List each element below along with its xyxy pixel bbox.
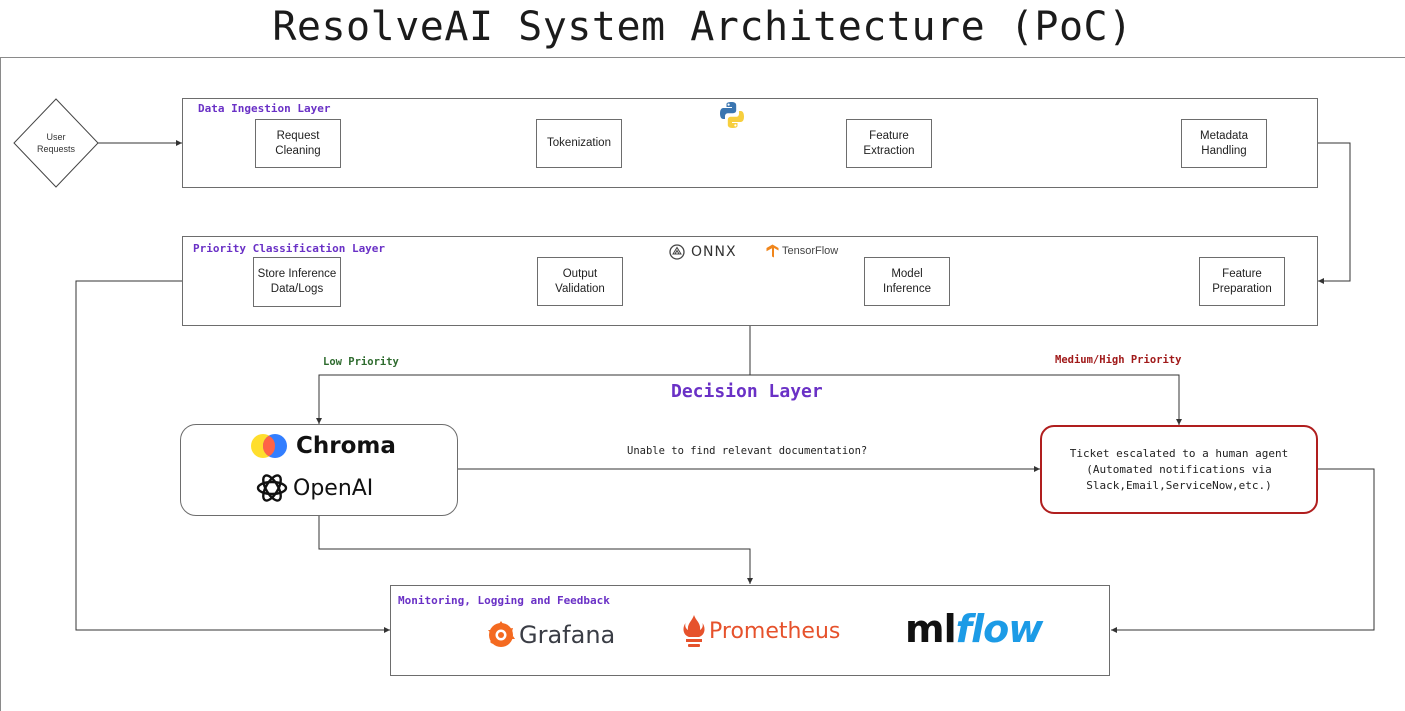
mlflow-text-flow: flow	[955, 607, 1044, 651]
step-request-cleaning: Request Cleaning	[255, 119, 341, 168]
monitoring-layer-label: Monitoring, Logging and Feedback	[398, 594, 610, 607]
arrow-low-to-monitoring	[318, 516, 753, 584]
grafana-logo: Grafana	[486, 618, 615, 652]
start-diamond	[13, 98, 99, 188]
step-tokenization: Tokenization	[536, 119, 622, 168]
start-node-label: User Requests	[36, 132, 76, 154]
openai-icon	[256, 474, 288, 502]
mlflow-text: mlflow	[905, 607, 1044, 651]
step-metadata-handling: Metadata Handling	[1181, 119, 1267, 168]
prometheus-icon	[683, 615, 705, 647]
tensorflow-logo: TensorFlow	[766, 242, 838, 260]
mlflow-logo: mlflow	[905, 603, 1044, 655]
high-priority-label: Medium/High Priority	[1055, 354, 1182, 366]
step-store-inference: Store Inference Data/Logs	[253, 257, 341, 307]
chroma-icon	[251, 434, 287, 458]
mlflow-text-ml: ml	[905, 607, 957, 651]
low-priority-box	[180, 424, 458, 516]
openai-logo: OpenAI	[255, 471, 373, 505]
arrow-store-to-monitoring	[75, 280, 390, 633]
ingestion-layer	[182, 98, 1318, 188]
grafana-text: Grafana	[519, 621, 616, 649]
tensorflow-text: TensorFlow	[782, 245, 839, 257]
escalation-question: Unable to find relevant documentation?	[627, 445, 868, 457]
arrow-to-high	[750, 374, 1182, 425]
onnx-text: ONNX	[691, 244, 737, 260]
onnx-icon	[669, 244, 685, 260]
arrow-escalation-to-monitoring	[1111, 468, 1375, 633]
page-title: ResolveAI System Architecture (PoC)	[272, 4, 1133, 50]
openai-text: OpenAI	[293, 475, 374, 501]
python-logo-icon	[717, 100, 747, 130]
chroma-text: Chroma	[296, 433, 396, 459]
arrow-metadata-to-prep	[1318, 142, 1351, 284]
step-feature-extraction: Feature Extraction	[846, 119, 932, 168]
prometheus-logo: Prometheus	[682, 612, 840, 650]
prometheus-text: Prometheus	[709, 618, 841, 644]
step-output-validation: Output Validation	[537, 257, 623, 306]
step-model-inference: Model Inference	[864, 257, 950, 306]
arrow-to-low	[316, 374, 750, 424]
step-feature-preparation: Feature Preparation	[1199, 257, 1285, 306]
escalation-box: Ticket escalated to a human agent (Autom…	[1040, 425, 1318, 514]
decision-layer-label: Decision Layer	[671, 381, 823, 402]
tensorflow-icon	[766, 244, 779, 258]
ingestion-layer-label: Data Ingestion Layer	[198, 102, 331, 115]
grafana-icon	[488, 621, 515, 647]
chroma-logo: Chroma	[249, 431, 396, 461]
low-priority-label: Low Priority	[323, 356, 399, 368]
classification-layer-label: Priority Classification Layer	[193, 242, 386, 255]
classification-layer	[182, 236, 1318, 326]
onnx-logo: ONNX	[669, 242, 737, 262]
